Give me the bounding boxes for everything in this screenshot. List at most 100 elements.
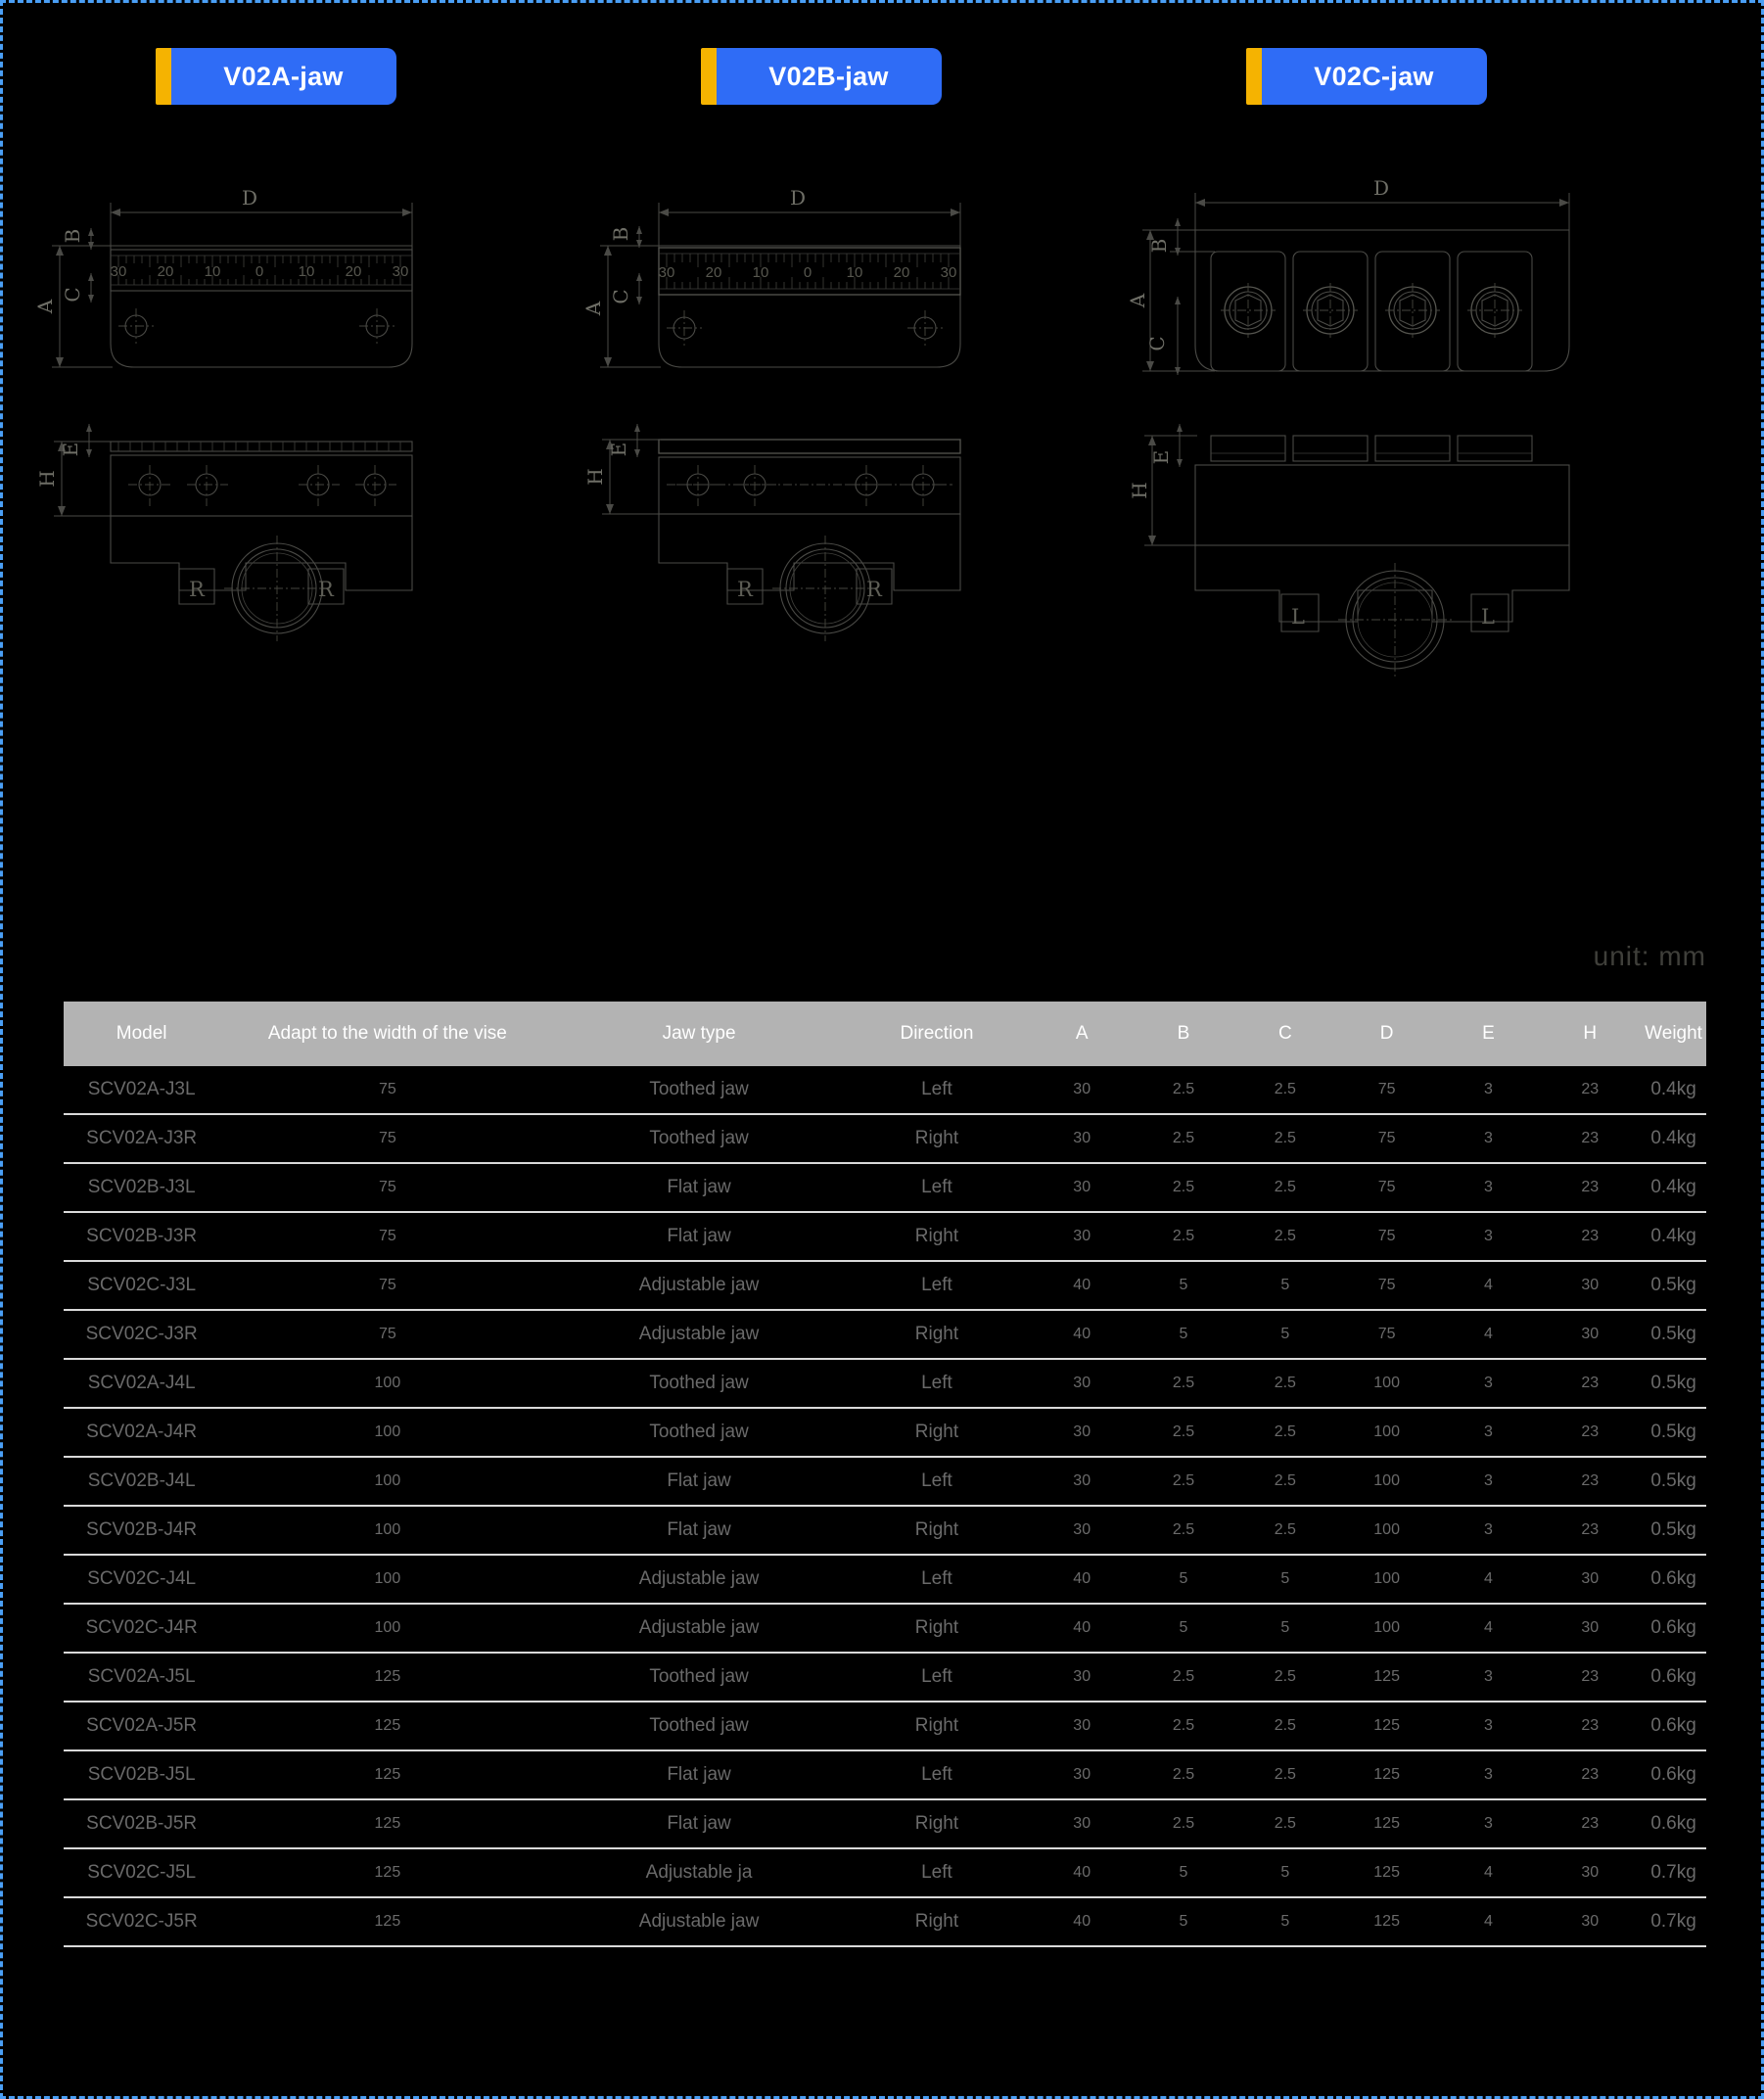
table-cell: 5 xyxy=(1133,1897,1234,1947)
table-cell: SCV02C-J5R xyxy=(64,1897,220,1947)
table-cell: 30 xyxy=(1539,1555,1642,1605)
specification-table-container: Model Adapt to the width of the vise Jaw… xyxy=(64,1002,1706,1947)
table-cell: 30 xyxy=(1031,1114,1134,1164)
table-cell: 75 xyxy=(1335,1066,1438,1115)
dimension-label-c: C xyxy=(609,289,632,303)
table-cell: Flat jaw xyxy=(555,1457,843,1507)
column-header-e: E xyxy=(1437,1002,1540,1066)
badge-accent-bar xyxy=(700,48,717,105)
callout-l-left: L xyxy=(1280,593,1320,632)
table-cell: 30 xyxy=(1031,1163,1134,1213)
table-cell: 2.5 xyxy=(1233,1702,1336,1751)
dimension-label-d: D xyxy=(1373,176,1389,200)
ruler-num: 10 xyxy=(847,264,863,281)
mounting-hole xyxy=(118,308,154,344)
table-cell: 5 xyxy=(1133,1604,1234,1654)
table-cell: 23 xyxy=(1539,1408,1642,1458)
table-cell: Right xyxy=(842,1702,1032,1751)
table-cell: 40 xyxy=(1031,1848,1134,1898)
table-cell: 30 xyxy=(1031,1653,1134,1703)
table-cell: Toothed jaw xyxy=(555,1653,843,1703)
table-cell: 3 xyxy=(1437,1799,1540,1849)
table-cell: Right xyxy=(842,1897,1032,1947)
table-cell: 75 xyxy=(219,1212,556,1262)
variant-badge-v02a[interactable]: V02A-jaw xyxy=(155,48,396,105)
badge-body: V02B-jaw xyxy=(716,48,942,105)
table-cell: 2.5 xyxy=(1133,1750,1234,1800)
jaw-segment xyxy=(1210,251,1286,372)
table-cell: 30 xyxy=(1539,1897,1642,1947)
column-header-d: D xyxy=(1335,1002,1438,1066)
table-cell: 75 xyxy=(1335,1261,1438,1311)
table-cell: 75 xyxy=(1335,1163,1438,1213)
table-cell: Right xyxy=(842,1310,1032,1360)
table-cell: 2.5 xyxy=(1233,1066,1336,1115)
callout-label-r: R xyxy=(737,578,754,601)
callout-label-r: R xyxy=(318,578,335,601)
dimension-label-h: H xyxy=(1128,482,1151,498)
table-cell: 30 xyxy=(1031,1408,1134,1458)
table-cell: 100 xyxy=(219,1408,556,1458)
ruler-num: 30 xyxy=(393,263,409,280)
table-cell: Right xyxy=(842,1604,1032,1654)
table-cell: 5 xyxy=(1133,1555,1234,1605)
table-cell: 5 xyxy=(1233,1604,1336,1654)
dimension-h xyxy=(602,439,661,515)
table-cell: 100 xyxy=(219,1604,556,1654)
table-cell: Left xyxy=(842,1750,1032,1800)
table-cell: SCV02B-J5L xyxy=(64,1750,220,1800)
dimension-e xyxy=(86,424,92,457)
specification-table: Model Adapt to the width of the vise Jaw… xyxy=(64,1002,1706,1947)
table-cell: 23 xyxy=(1539,1066,1642,1115)
table-cell: 5 xyxy=(1133,1848,1234,1898)
table-cell: Left xyxy=(842,1261,1032,1311)
variant-badge-v02c[interactable]: V02C-jaw xyxy=(1245,48,1487,105)
variant-badge-v02b[interactable]: V02B-jaw xyxy=(700,48,942,105)
table-cell: 23 xyxy=(1539,1359,1642,1409)
jaw-segment xyxy=(1457,251,1533,372)
table-cell: SCV02A-J3R xyxy=(64,1114,220,1164)
table-cell: Toothed jaw xyxy=(555,1114,843,1164)
table-cell: 5 xyxy=(1233,1848,1336,1898)
table-cell: Flat jaw xyxy=(555,1750,843,1800)
table-cell: 0.5kg xyxy=(1641,1261,1706,1311)
column-header-jaw-type: Jaw type xyxy=(555,1002,843,1066)
ruler-num: 30 xyxy=(659,264,675,281)
table-cell: 2.5 xyxy=(1133,1457,1234,1507)
table-cell: 0.4kg xyxy=(1641,1066,1706,1115)
table-cell: 2.5 xyxy=(1233,1408,1336,1458)
column-header-c: C xyxy=(1233,1002,1336,1066)
table-cell: 2.5 xyxy=(1133,1506,1234,1556)
bottom-hole xyxy=(187,465,228,506)
table-cell: Flat jaw xyxy=(555,1163,843,1213)
ruler-num: 20 xyxy=(894,264,910,281)
table-cell: Toothed jaw xyxy=(555,1702,843,1751)
table-cell: 3 xyxy=(1437,1653,1540,1703)
table-cell: 2.5 xyxy=(1233,1457,1336,1507)
table-cell: 4 xyxy=(1437,1604,1540,1654)
ruler-num: 0 xyxy=(255,263,263,280)
dimension-label-e: E xyxy=(1149,450,1173,465)
dimension-label-b: B xyxy=(609,227,632,242)
dimension-label-b: B xyxy=(61,229,84,244)
v02a-drawing: 30 20 10 0 10 20 30 xyxy=(33,186,413,641)
table-cell: 2.5 xyxy=(1133,1799,1234,1849)
